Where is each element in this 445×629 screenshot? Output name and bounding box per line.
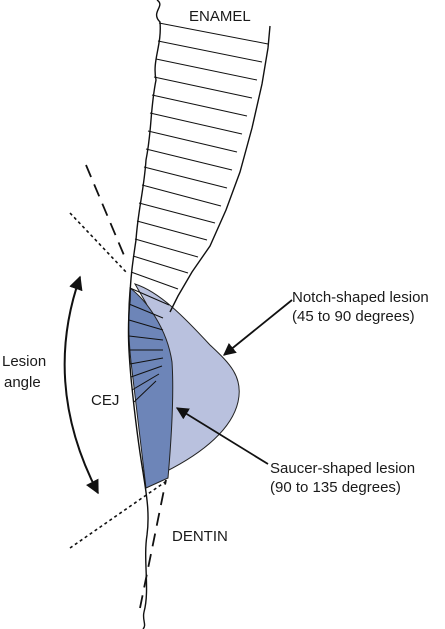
saucer-lesion-label-line2: (90 to 135 degrees) <box>270 479 401 496</box>
saucer-leader-arrow <box>175 407 269 465</box>
saucer-lesion-area <box>128 287 174 489</box>
upper-dashed-line <box>85 164 127 261</box>
enamel-rods <box>128 22 269 403</box>
notch-lesion-label-line1: Notch-shaped lesion <box>292 289 429 306</box>
enamel-outer-surface <box>169 25 271 313</box>
enamel-label: ENAMEL <box>189 8 251 25</box>
dentin-label: DENTIN <box>172 528 228 545</box>
upper-dotted-line <box>69 212 127 273</box>
lesion-angle-arrow <box>63 275 99 495</box>
notch-lesion-label-line2: (45 to 90 degrees) <box>292 308 415 325</box>
cej-label: CEJ <box>91 392 120 409</box>
lesion-angle-label-line1: Lesion <box>2 353 47 370</box>
saucer-lesion-label-line1: Saucer-shaped lesion <box>270 460 416 477</box>
lower-dotted-line <box>69 479 169 549</box>
lesion-angle-label-line2: angle <box>4 374 41 391</box>
lower-dashed-line <box>139 479 167 609</box>
tooth-inner-surface <box>127 0 161 629</box>
notch-leader-arrow <box>223 299 293 356</box>
